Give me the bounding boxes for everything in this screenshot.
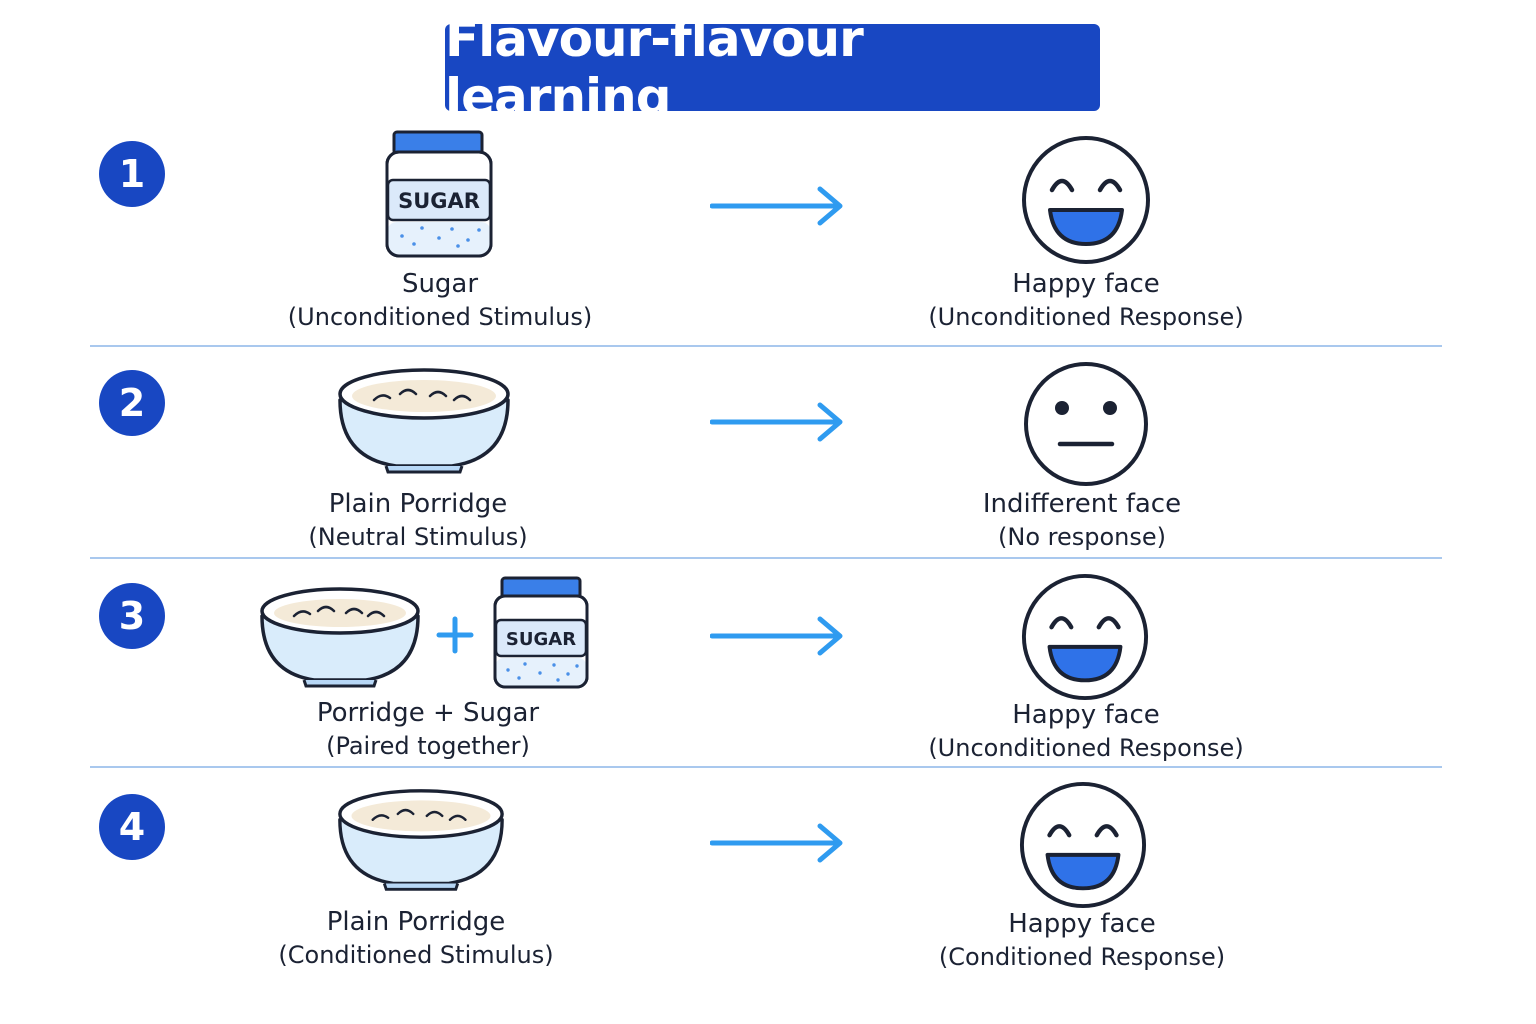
response-role: (No response) xyxy=(998,523,1166,551)
arrow-icon xyxy=(710,823,843,863)
response-caption-3: Happy face (Unconditioned Response) xyxy=(886,699,1286,765)
stimulus-name: Porridge + Sugar xyxy=(316,698,540,728)
happy-face-icon xyxy=(1020,572,1150,702)
row-divider xyxy=(90,766,1442,768)
step-number-2: 2 xyxy=(99,370,165,436)
happy-face-icon xyxy=(1018,780,1148,910)
stimulus-name: Plain Porridge xyxy=(326,907,506,937)
response-caption-1: Happy face (Unconditioned Response) xyxy=(886,268,1286,334)
response-caption-2: Indifferent face (No response) xyxy=(882,488,1282,554)
sugar-jar-icon: SUGAR xyxy=(492,576,590,690)
arrow-icon xyxy=(710,402,843,442)
response-caption-4: Happy face (Conditioned Response) xyxy=(882,908,1282,974)
step-number-3: 3 xyxy=(99,583,165,649)
response-role: (Unconditioned Response) xyxy=(928,303,1244,331)
stimulus-name: Sugar xyxy=(401,269,479,299)
sugar-jar-icon: SUGAR xyxy=(384,130,494,260)
response-name: Happy face xyxy=(1012,269,1160,299)
row-divider xyxy=(90,345,1442,347)
stimulus-caption-2: Plain Porridge (Neutral Stimulus) xyxy=(218,488,618,554)
page-title: Flavour-flavour learning xyxy=(445,9,864,126)
stimulus-caption-3: Porridge + Sugar (Paired together) xyxy=(228,697,628,763)
stimulus-role: (Unconditioned Stimulus) xyxy=(287,303,593,331)
stimulus-caption-1: Sugar (Unconditioned Stimulus) xyxy=(240,268,640,334)
porridge-bowl-icon xyxy=(336,786,506,896)
arrow-icon xyxy=(710,616,843,656)
step-number-4: 4 xyxy=(99,794,165,860)
stimulus-role: (Conditioned Stimulus) xyxy=(278,941,554,969)
jar-label: SUGAR xyxy=(398,189,480,213)
stimulus-caption-4: Plain Porridge (Conditioned Stimulus) xyxy=(216,906,616,972)
response-name: Happy face xyxy=(1008,909,1156,939)
porridge-bowl-icon xyxy=(258,586,422,690)
row-divider xyxy=(90,557,1442,559)
stimulus-name: Plain Porridge xyxy=(328,489,508,519)
response-name: Indifferent face xyxy=(982,489,1182,519)
happy-face-icon xyxy=(1020,134,1152,266)
step-number-1: 1 xyxy=(99,141,165,207)
response-name: Happy face xyxy=(1012,700,1160,730)
stimulus-role: (Paired together) xyxy=(326,732,530,760)
plus-icon xyxy=(436,616,474,654)
response-role: (Unconditioned Response) xyxy=(928,734,1244,762)
title-banner: Flavour-flavour learning xyxy=(445,10,1100,126)
jar-label: SUGAR xyxy=(506,629,576,650)
arrow-icon xyxy=(710,186,843,226)
response-role: (Conditioned Response) xyxy=(938,943,1226,971)
stimulus-role: (Neutral Stimulus) xyxy=(308,523,528,551)
indifferent-face-icon xyxy=(1022,360,1150,488)
porridge-bowl-icon xyxy=(336,366,512,478)
